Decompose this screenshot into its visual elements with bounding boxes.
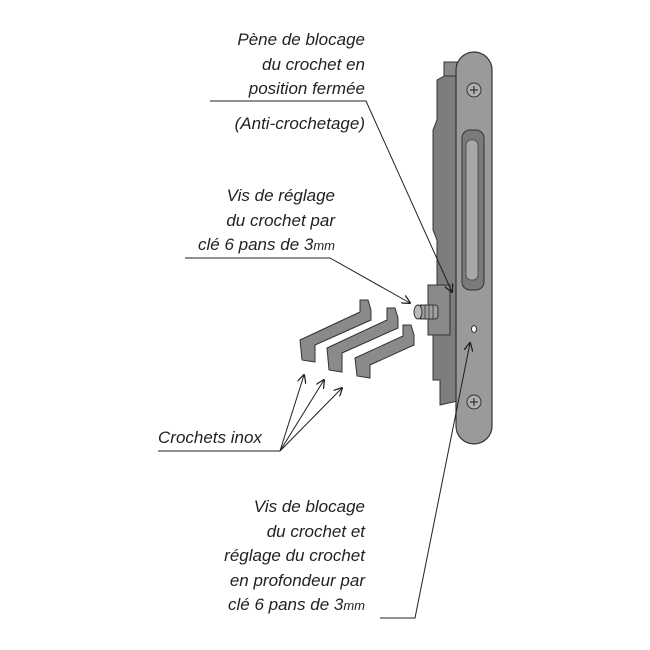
label-line: Vis de réglage [226, 186, 335, 205]
hooks [299, 299, 415, 379]
label-anti-crochetage: Pène de blocage du crochet en position f… [235, 28, 365, 136]
label-crochets-inox: Crochets inox [158, 428, 262, 447]
label-unit: mm [343, 598, 365, 613]
leader-lines [158, 100, 470, 619]
label-vis-reglage: Vis de réglage du crochet par clé 6 pans… [198, 184, 335, 259]
label-unit: mm [313, 238, 335, 253]
label-vis-blocage: Vis de blocage du crochet et réglage du … [224, 495, 365, 619]
label-line: du crochet en [261, 54, 365, 74]
label-text: clé 6 pans de 3 [228, 595, 344, 614]
label-line: clé 6 pans de 3mm [198, 233, 335, 259]
adjust-hole [471, 325, 477, 333]
label-line: (Anti-crochetage) [234, 113, 365, 133]
label-line: clé 6 pans de 3mm [224, 593, 365, 619]
label-text: clé 6 pans de 3 [198, 235, 314, 254]
label-line: réglage du crochet [224, 546, 365, 565]
label-line: du crochet et [266, 521, 365, 541]
label-line: Vis de blocage [253, 497, 365, 516]
label-line: en profondeur par [229, 570, 365, 590]
label-line: Pène de blocage [237, 30, 365, 49]
label-line: du crochet par [226, 210, 335, 230]
adjustment-screw [413, 284, 451, 336]
label-line: position fermée [248, 79, 365, 98]
